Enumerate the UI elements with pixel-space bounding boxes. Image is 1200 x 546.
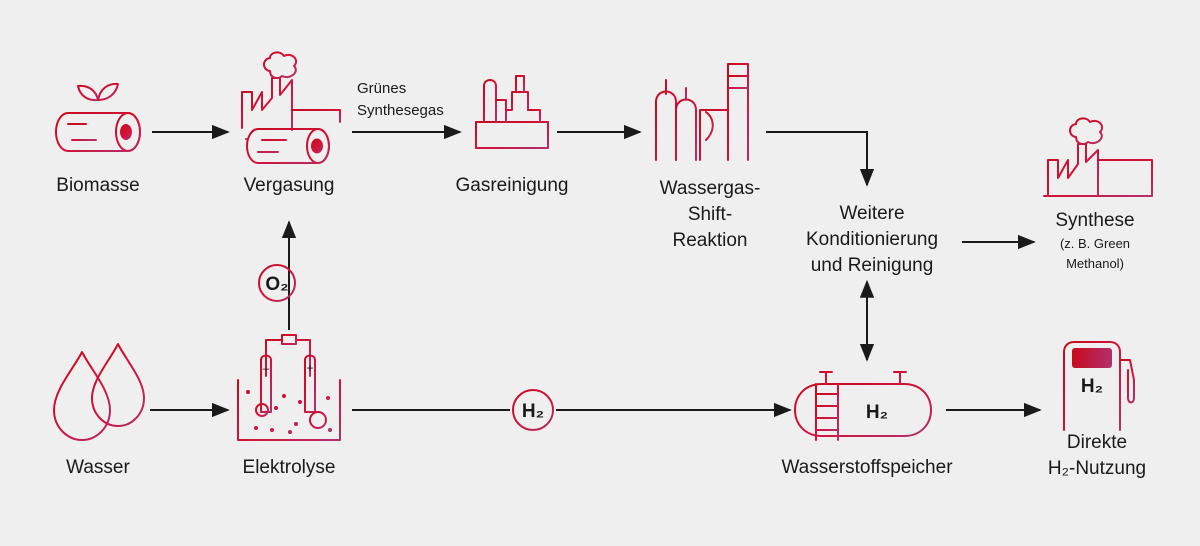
- label-synthese-title: Synthese: [1055, 210, 1135, 231]
- label-vergasung: Vergasung: [243, 175, 335, 196]
- label-synthese: Synthese (z. B. Green Methanol): [1040, 208, 1150, 274]
- shift-reactor-icon: [653, 63, 749, 161]
- label-wgs-line2: Shift-: [687, 204, 733, 225]
- label-gasreinigung: Gasreinigung: [455, 175, 569, 196]
- label-wgs-line3: Reaktion: [672, 230, 748, 251]
- label-konditionierung: Weitere Konditionierung und Reinigung: [797, 201, 947, 279]
- electrode-plus-sign: +: [306, 361, 313, 375]
- log-sprout-icon: [55, 82, 141, 152]
- h2-flow-label: H₂: [522, 401, 544, 422]
- hydrogen-tank-icon: [794, 371, 932, 441]
- water-drops-icon: [53, 343, 145, 441]
- label-flow-gas-line2: Synthesegas: [357, 102, 444, 119]
- label-konditionierung-line3: und Reinigung: [810, 255, 934, 276]
- label-wgs: Wassergas- Shift- Reaktion: [640, 176, 780, 254]
- h2-tank-label: H₂: [866, 402, 888, 423]
- label-konditionierung-line1: Weitere: [839, 203, 905, 224]
- label-nutzung: Direkte H₂-Nutzung: [1037, 430, 1157, 482]
- label-speicher: Wasserstoffspeicher: [781, 457, 953, 478]
- label-wasser: Wasser: [66, 457, 130, 478]
- label-elektrolyse: Elektrolyse: [242, 457, 336, 478]
- arrow-wgs-konditionierung: [766, 131, 875, 187]
- electrolysis-cell-icon: [237, 334, 341, 441]
- h2-pump-label: H₂: [1081, 376, 1103, 397]
- label-flow-gas: Grünes Synthesegas: [357, 78, 444, 122]
- label-synthese-sub1: (z. B. Green: [1059, 236, 1131, 251]
- gas-cleaning-icon: [475, 75, 549, 149]
- label-nutzung-line1: Direkte: [1066, 432, 1128, 453]
- label-nutzung-line2: H₂-Nutzung: [1047, 458, 1147, 479]
- label-flow-gas-line1: Grünes: [357, 80, 407, 97]
- o2-badge: [258, 264, 296, 302]
- label-synthese-sub2: Methanol): [1066, 256, 1124, 271]
- electrode-minus-sign: –: [263, 361, 270, 375]
- label-konditionierung-line2: Konditionierung: [805, 229, 939, 250]
- factory-log-icon: [241, 51, 341, 164]
- label-biomasse: Biomasse: [56, 175, 140, 196]
- h2-flow-badge: [512, 389, 554, 431]
- synthesis-factory-icon: [1043, 117, 1153, 197]
- fuel-pump-icon: [1059, 341, 1135, 431]
- label-wgs-line1: Wassergas-: [659, 178, 761, 199]
- o2-label: O₂: [265, 274, 288, 295]
